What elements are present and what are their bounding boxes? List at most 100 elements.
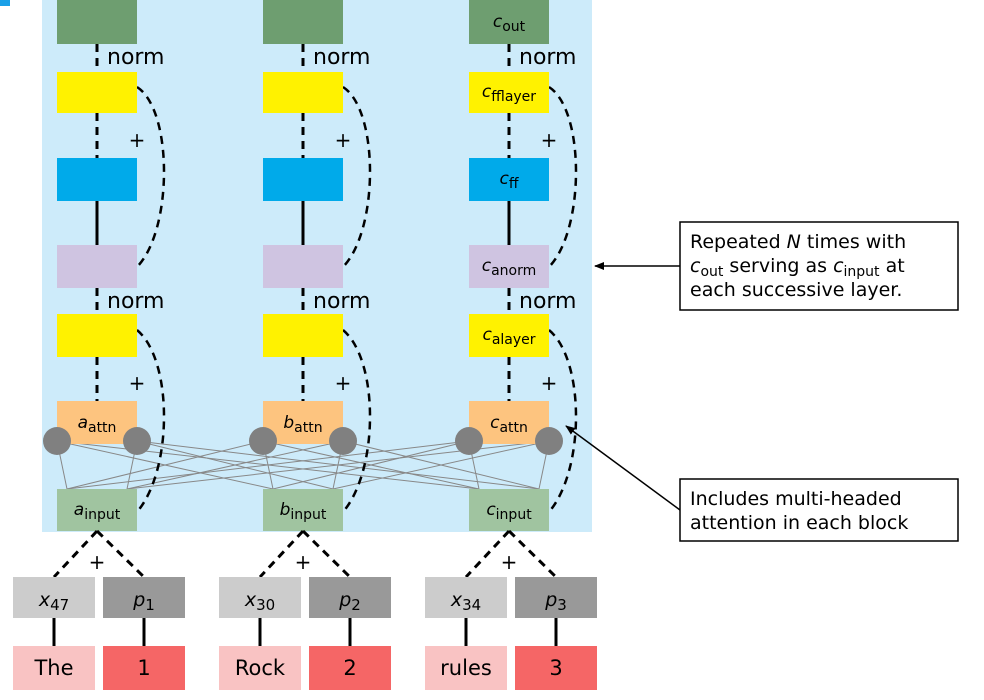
plus-sign: + [335,128,352,152]
position-embedding-sub: 1 [145,596,155,614]
alayer-label: calayer [482,325,535,348]
attention-note-box [679,478,959,542]
plus-sign: + [541,371,558,395]
attention-note-arrow [565,425,681,511]
position-block [309,646,391,690]
skip-curve [342,85,372,268]
corner-mark [0,0,10,6]
embedding-connector [258,529,305,579]
token-embedding-sub: 34 [462,596,481,614]
fflayer-block [57,72,137,113]
feedforward-block [263,158,343,201]
position-embedding-block [309,577,391,618]
alayer-block [469,314,549,357]
position-embedding-block [515,577,597,618]
repeat-note-part: c [690,255,701,277]
attention-label-sub: attn [294,420,322,436]
alayer-label-base: c [482,325,492,345]
position-label: 1 [137,656,150,680]
input-label-base: a [74,500,84,520]
attention-note-line1: Includes multi-headed [690,488,902,510]
embedding-connector [507,529,558,579]
norm-label: norm [519,289,577,314]
output-label-base: c [493,12,503,32]
input-label: ainput [74,500,121,523]
input-label-base: b [280,500,291,520]
skip-curve [136,85,166,268]
attention-line [126,440,344,490]
anorm-block [469,245,549,288]
fflayer-label-base: c [482,82,492,102]
plus-sign: + [129,128,146,152]
norm-label: norm [313,45,371,70]
attention-label: aattn [78,413,117,436]
norm-label: norm [313,289,371,314]
fflayer-label: cfflayer [482,82,536,105]
fflayer-block [263,72,343,113]
embedding-connector [52,529,99,579]
attention-line [66,440,264,490]
token-embedding-block [425,577,507,618]
attention-head [455,427,483,455]
output-block [469,0,549,44]
attention-label-sub: attn [88,420,116,436]
word-block [219,646,301,690]
repeat-note-part: out [700,264,723,280]
fflayer-block [469,72,549,113]
repeat-note-part: N [787,231,801,253]
norm-label: norm [107,45,165,70]
word-label: The [33,656,73,680]
position-block [515,646,597,690]
position-embedding-sub: 2 [351,596,361,614]
alayer-block [263,314,343,357]
attention-line [66,440,470,490]
ff-label: cff [499,169,518,192]
input-label-base: c [486,500,496,520]
word-label: Rock [235,656,286,680]
attention-head [535,427,563,455]
position-embedding-label: p2 [338,589,361,614]
norm-label: norm [107,289,165,314]
attention-label: battn [283,413,322,436]
input-block [57,489,137,531]
attention-label-sub: attn [499,420,527,436]
input-label-sub: input [496,507,533,523]
token-embedding-block [219,577,301,618]
token-embedding-base: x [38,589,51,611]
position-embedding-base: p [338,589,351,611]
repeat-note-part: at [880,255,905,277]
ff-label-base: c [499,169,509,189]
plus-sign: + [541,128,558,152]
token-embedding-base: x [450,589,463,611]
plus-sign: + [295,550,312,574]
fflayer-label-sub: fflayer [491,89,536,105]
anorm-label: canorm [482,256,537,279]
position-embedding-label: p1 [132,589,155,614]
word-block [425,646,507,690]
repeat-note-part: times with [801,231,906,253]
input-label: binput [280,500,327,523]
position-embedding-base: p [132,589,145,611]
token-embedding-base: x [244,589,257,611]
feedforward-block [469,158,549,201]
skip-curve [136,329,166,513]
input-block [263,489,343,531]
plus-sign: + [501,550,518,574]
skip-curve [548,329,578,513]
alayer-label-sub: alayer [492,332,536,348]
repeat-note-part: serving as [723,255,833,277]
skip-curve [548,85,578,268]
attention-head [123,427,151,455]
token-embedding-block [13,577,95,618]
token-embedding-label: x34 [450,589,481,614]
anorm-label-sub: anorm [491,263,536,279]
output-block [263,0,343,44]
repeat-note-part: Repeated [690,231,787,253]
embedding-connector [301,529,352,579]
position-embedding-label: p3 [544,589,567,614]
token-embedding-label: x47 [38,589,69,614]
attention-head [43,427,71,455]
plus-sign: + [129,371,146,395]
position-embedding-base: p [544,589,557,611]
